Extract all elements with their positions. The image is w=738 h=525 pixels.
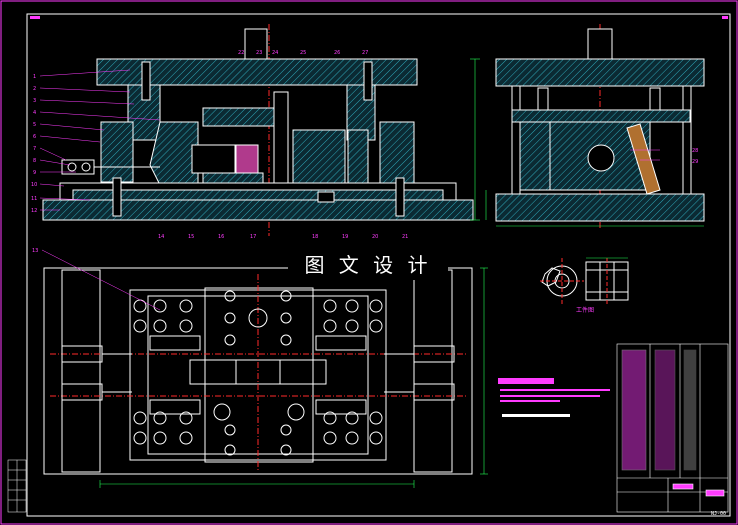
side-section-view xyxy=(495,24,705,228)
callout-label: 16 xyxy=(218,234,224,240)
callout-label: 29 xyxy=(692,159,698,165)
callout-label: 3 xyxy=(33,98,36,104)
callout-label: 21 xyxy=(402,234,408,240)
zone-mark-top-right xyxy=(722,16,728,19)
callout-label: 7 xyxy=(33,146,36,152)
front-section-view xyxy=(42,24,474,236)
front-callouts-left: 1 2 3 4 5 6 7 8 9 10 11 12 xyxy=(31,74,37,214)
watermark-text: 图 文 设 计 xyxy=(288,250,448,280)
callout-label: 25 xyxy=(300,50,306,56)
callout-label: 26 xyxy=(334,50,340,56)
leader-lines xyxy=(39,69,660,311)
callout-label: 6 xyxy=(33,134,36,140)
callout-label: 10 xyxy=(31,182,37,188)
revision-table xyxy=(7,459,27,513)
inner-frame xyxy=(26,13,731,517)
callout-label: 19 xyxy=(342,234,348,240)
callout-label: 18 xyxy=(312,234,318,240)
callout-label: 8 xyxy=(33,158,36,164)
front-view-dimensions xyxy=(470,58,487,221)
callout-label: 5 xyxy=(33,122,36,128)
callout-label: 2 xyxy=(33,86,36,92)
title-block xyxy=(616,343,729,513)
callout-label: 4 xyxy=(33,110,36,116)
callout-label: 15 xyxy=(188,234,194,240)
callout-label: 20 xyxy=(372,234,378,240)
callout-label: 23 xyxy=(256,50,262,56)
callout-label: 27 xyxy=(362,50,368,56)
callout-label: 28 xyxy=(692,148,698,154)
drawing-code: NJ-00 xyxy=(710,511,726,517)
callout-label: 17 xyxy=(250,234,256,240)
callout-label: 9 xyxy=(33,170,36,176)
callout-label: 14 xyxy=(158,234,164,240)
workpiece-view-label: 工件图 xyxy=(576,307,595,314)
side-callouts: 28 29 xyxy=(692,148,698,165)
callout-label: 12 xyxy=(31,208,37,214)
plan-callouts: 13 xyxy=(32,248,38,254)
plan-view-dimensions xyxy=(99,267,488,488)
plan-view xyxy=(43,267,473,475)
callout-label: 11 xyxy=(31,196,37,202)
technical-notes xyxy=(498,378,610,417)
zone-mark-top xyxy=(30,16,40,19)
callout-label: 13 xyxy=(32,248,38,254)
callout-label: 22 xyxy=(238,50,244,56)
workpiece-views xyxy=(540,257,629,304)
front-callouts-top: 22 23 24 25 26 27 xyxy=(238,50,368,56)
callout-label: 1 xyxy=(33,74,36,80)
front-callouts-bottom: 14 15 16 17 18 19 20 21 xyxy=(158,234,408,240)
callout-label: 24 xyxy=(272,50,278,56)
